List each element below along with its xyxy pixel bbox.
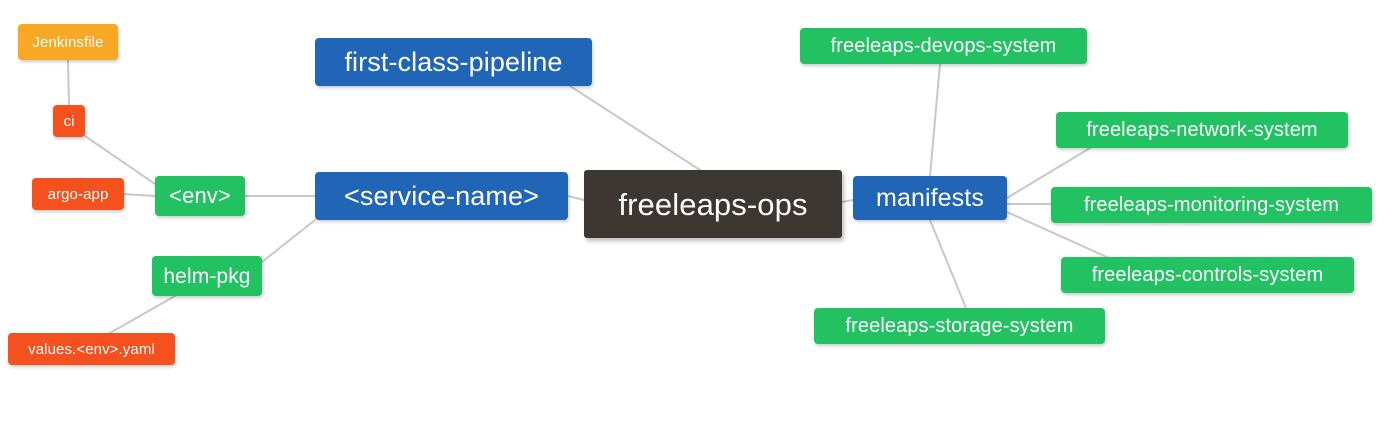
edge-jenkinsfile-to-ci bbox=[67, 59, 70, 106]
mindmap-node-manifests[interactable]: manifests bbox=[853, 176, 1007, 220]
mindmap-node-monitoring-system[interactable]: freeleaps-monitoring-system bbox=[1051, 187, 1372, 223]
mindmap-node-argo-app[interactable]: argo-app bbox=[32, 178, 124, 210]
edge-ci-to-env bbox=[84, 135, 156, 185]
mindmap-node-ci[interactable]: ci bbox=[53, 105, 85, 137]
mindmap-node-jenkinsfile[interactable]: Jenkinsfile bbox=[18, 24, 118, 60]
edge-argo-app-to-env bbox=[123, 193, 156, 197]
mindmap-node-service-name[interactable]: <service-name> bbox=[315, 172, 568, 220]
edge-first-class-to-freeleaps-ops bbox=[569, 85, 701, 171]
edge-manifests-to-devops-system bbox=[929, 63, 941, 177]
mindmap-node-values-yaml[interactable]: values.<env>.yaml bbox=[8, 333, 175, 365]
mindmap-node-storage-system[interactable]: freeleaps-storage-system bbox=[814, 308, 1105, 344]
edge-freeleaps-ops-to-manifests bbox=[841, 199, 854, 203]
mindmap-node-controls-system[interactable]: freeleaps-controls-system bbox=[1061, 257, 1354, 293]
mindmap-node-helm-pkg[interactable]: helm-pkg bbox=[152, 256, 262, 296]
mindmap-node-first-class[interactable]: first-class-pipeline bbox=[315, 38, 592, 86]
edge-service-name-to-helm-pkg bbox=[261, 219, 316, 263]
mindmap-node-devops-system[interactable]: freeleaps-devops-system bbox=[800, 28, 1087, 64]
edge-manifests-to-storage-system bbox=[929, 219, 967, 309]
edge-helm-pkg-to-values-yaml bbox=[109, 295, 176, 334]
mindmap-node-network-system[interactable]: freeleaps-network-system bbox=[1056, 112, 1348, 148]
edge-service-name-to-freeleaps-ops bbox=[567, 195, 585, 201]
mindmap-node-env[interactable]: <env> bbox=[155, 176, 245, 216]
mindmap-node-freeleaps-ops[interactable]: freeleaps-ops bbox=[584, 170, 842, 238]
